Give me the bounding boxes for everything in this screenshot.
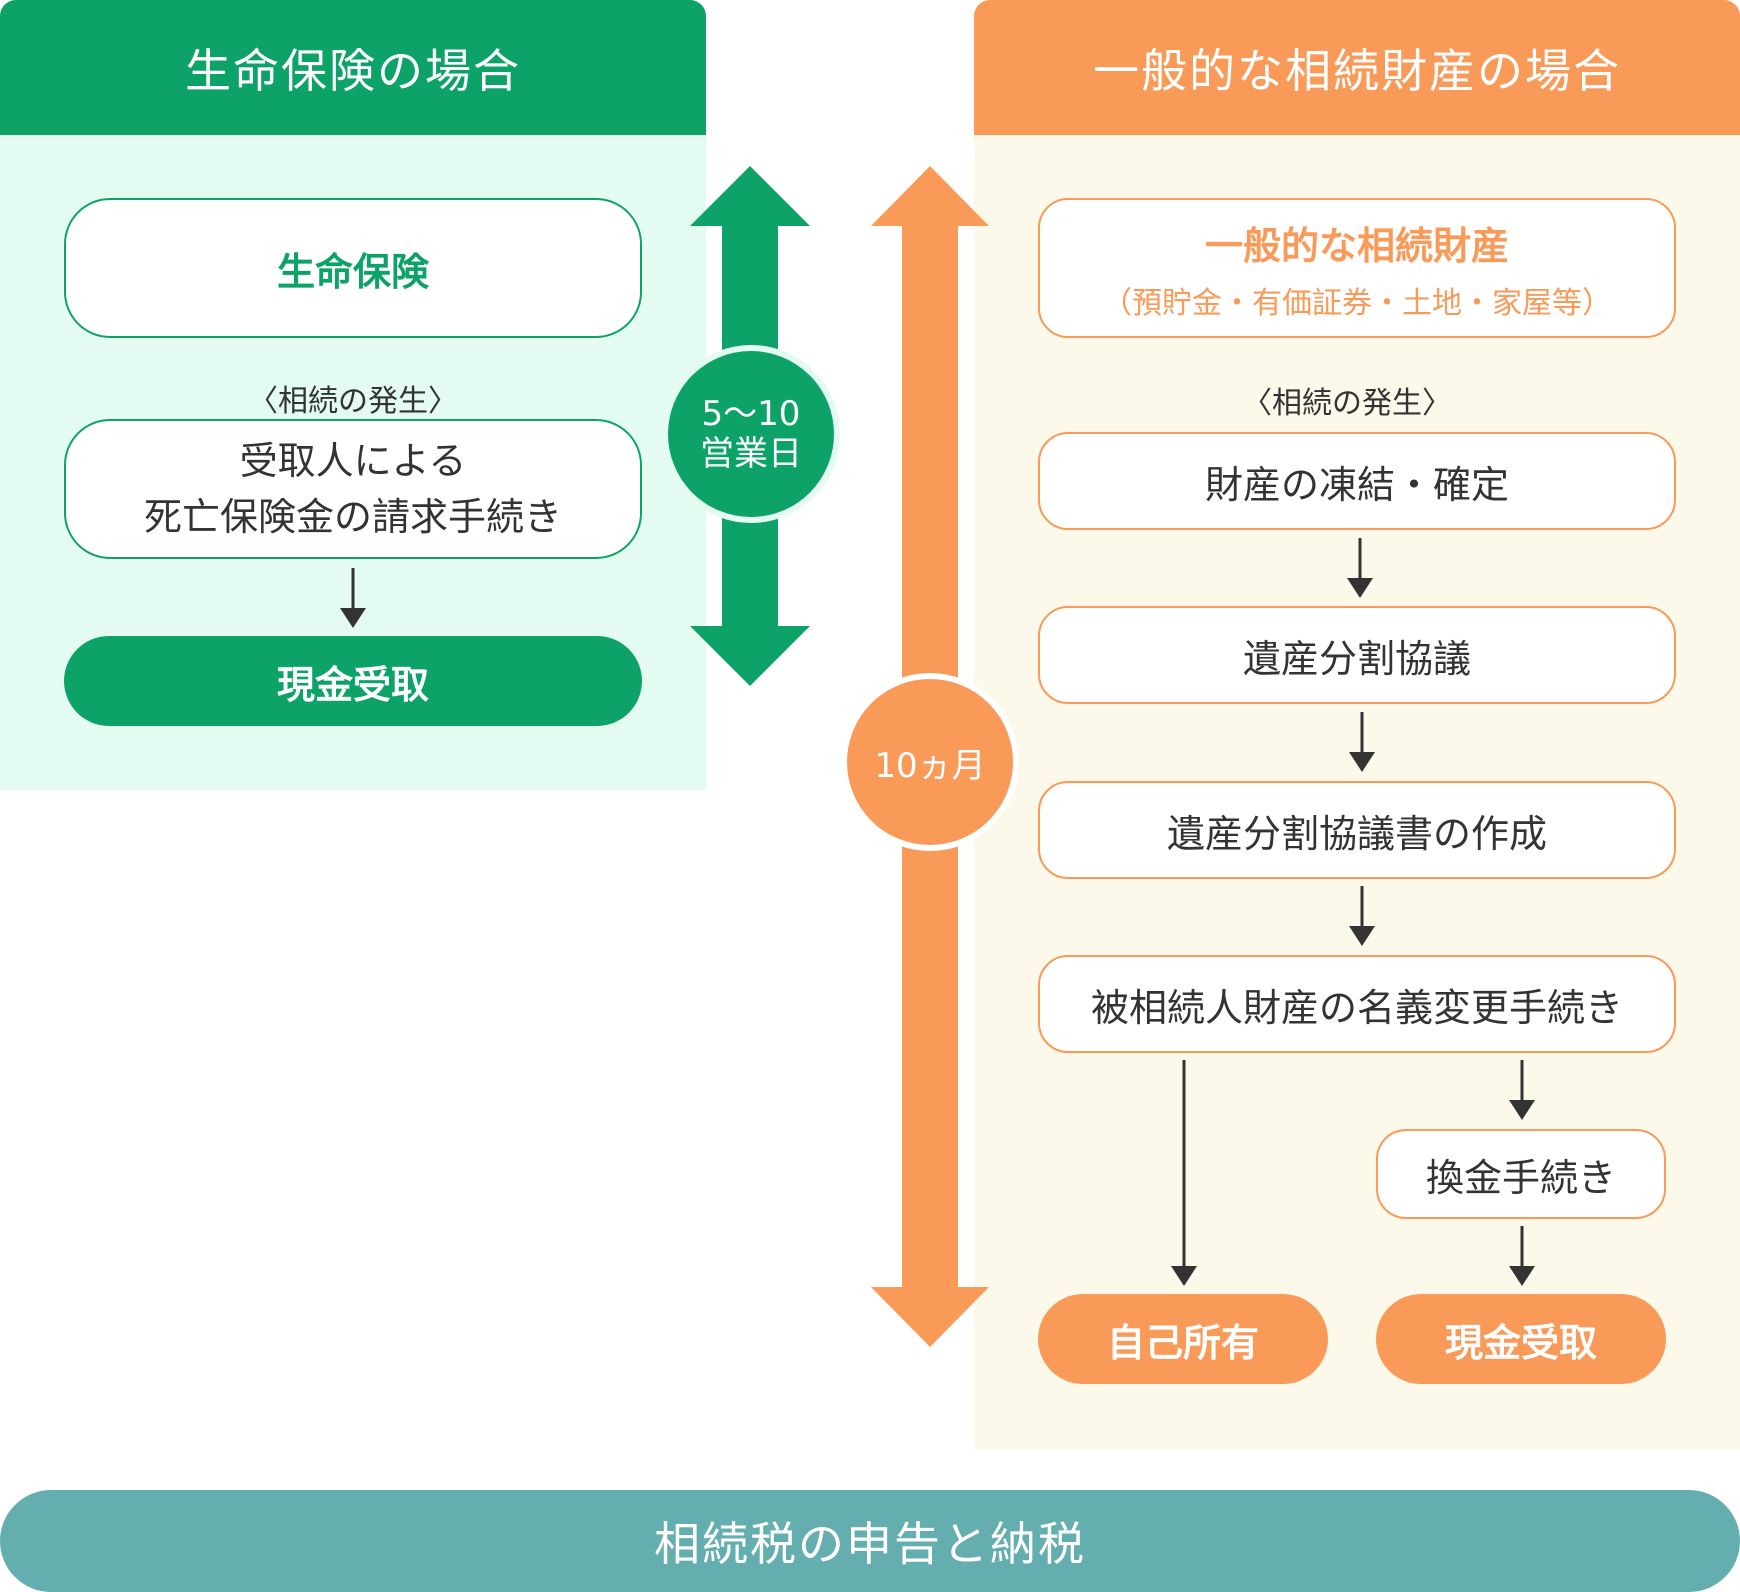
left-inheritance-occurrence-label: 〈相続の発生〉 xyxy=(248,384,458,419)
orange-duration-badge: 10ヵ月 xyxy=(841,673,1019,851)
arrow-rename-to-convert xyxy=(1509,1060,1535,1120)
arrow-document-to-rename xyxy=(1349,886,1375,946)
green-badge-line-1: 5〜10 xyxy=(701,394,801,434)
result-self-owned: 自己所有 xyxy=(1038,1294,1328,1384)
step-division-discussion: 遺産分割協議 xyxy=(1038,606,1676,704)
life-insurance-header: 生命保険の場合 xyxy=(0,0,706,135)
result-cash-receipt: 現金受取 xyxy=(1376,1294,1666,1384)
flow-arrows xyxy=(340,538,1535,1286)
general-assets-header: 一般的な相続財産の場合 xyxy=(974,0,1740,135)
tax-declaration-bar: 相続税の申告と納税 xyxy=(0,1490,1740,1592)
step-division-document: 遺産分割協議書の作成 xyxy=(1038,781,1676,879)
arrow-division-to-document xyxy=(1349,712,1375,772)
green-duration-badge: 5〜10 営業日 xyxy=(662,345,840,523)
right-inheritance-occurrence-label: 〈相続の発生〉 xyxy=(1242,386,1452,421)
step-cash-conversion: 換金手続き xyxy=(1376,1129,1666,1219)
general-assets-note: （預貯金・有価証券・土地・家屋等） xyxy=(1102,285,1612,321)
claim-line-1: 受取人による xyxy=(239,439,467,483)
general-assets-box: 一般的な相続財産 （預貯金・有価証券・土地・家屋等） xyxy=(1038,198,1676,338)
arrow-convert-to-cash xyxy=(1509,1226,1535,1286)
green-badge-line-2: 営業日 xyxy=(700,434,802,474)
arrow-rename-to-own xyxy=(1171,1060,1197,1286)
arrow-claim-to-cash xyxy=(340,568,366,628)
life-insurance-box: 生命保険 xyxy=(64,198,642,338)
general-assets-title: 一般的な相続財産 xyxy=(1204,223,1509,268)
claim-procedure-box: 受取人による 死亡保険金の請求手続き xyxy=(64,419,642,559)
claim-line-2: 死亡保険金の請求手続き xyxy=(143,495,562,539)
left-cash-receipt-box: 現金受取 xyxy=(64,636,642,726)
step-title-transfer: 被相続人財産の名義変更手続き xyxy=(1038,955,1676,1053)
step-freeze-assets: 財産の凍結・確定 xyxy=(1038,432,1676,530)
arrow-freeze-to-division xyxy=(1347,538,1373,598)
